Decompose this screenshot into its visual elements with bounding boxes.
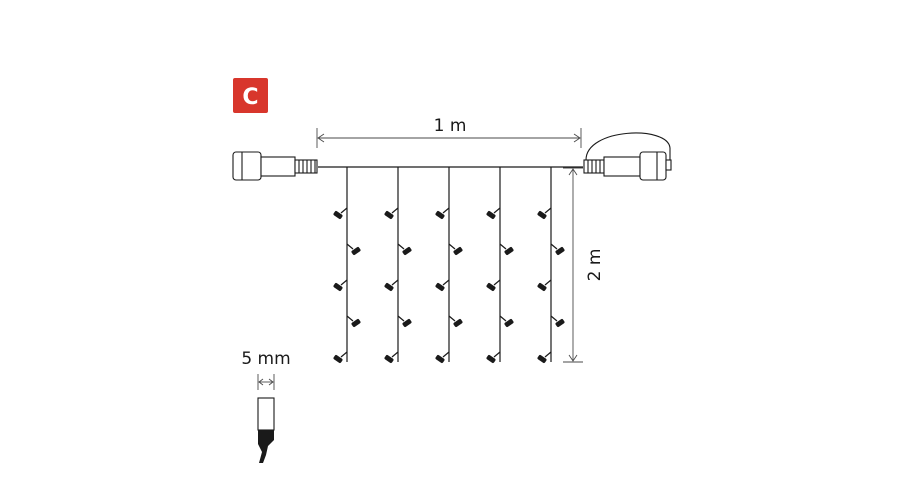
led-bulb-detail bbox=[257, 397, 275, 431]
led-3-5 bbox=[435, 351, 450, 364]
led-2-5 bbox=[384, 351, 399, 364]
height-dimension: 2 m bbox=[563, 167, 605, 363]
led-1-4 bbox=[346, 315, 361, 328]
width-dimension: 1 m bbox=[316, 116, 582, 148]
led-5-4 bbox=[550, 315, 565, 328]
curtain-strands bbox=[333, 167, 565, 364]
led-3-1 bbox=[435, 207, 450, 220]
led-1-3 bbox=[333, 279, 348, 292]
led-1-5 bbox=[333, 351, 348, 364]
led-base-detail bbox=[258, 430, 274, 463]
led-5-5 bbox=[537, 351, 552, 364]
led-size-label: 5 mm bbox=[241, 349, 290, 369]
variant-badge: C bbox=[233, 78, 268, 113]
variant-badge-letter: C bbox=[242, 85, 258, 110]
led-2-3 bbox=[384, 279, 399, 292]
strand-4 bbox=[486, 167, 514, 364]
height-dimension-label: 2 m bbox=[585, 249, 605, 282]
led-5-2 bbox=[550, 243, 565, 256]
led-3-3 bbox=[435, 279, 450, 292]
strand-3 bbox=[435, 167, 463, 364]
led-5-1 bbox=[537, 207, 552, 220]
led-1-1 bbox=[333, 207, 348, 220]
led-1-2 bbox=[346, 243, 361, 256]
led-size-detail: 5 mm bbox=[241, 349, 291, 463]
right-connector bbox=[583, 132, 672, 181]
left-connector bbox=[232, 151, 318, 181]
strand-5 bbox=[537, 167, 565, 364]
led-4-3 bbox=[486, 279, 501, 292]
led-2-4 bbox=[397, 315, 412, 328]
width-dimension-label: 1 m bbox=[434, 116, 467, 136]
strand-1 bbox=[333, 167, 361, 364]
led-4-2 bbox=[499, 243, 514, 256]
led-4-5 bbox=[486, 351, 501, 364]
led-3-4 bbox=[448, 315, 463, 328]
led-3-2 bbox=[448, 243, 463, 256]
led-4-4 bbox=[499, 315, 514, 328]
led-2-2 bbox=[397, 243, 412, 256]
led-5-3 bbox=[537, 279, 552, 292]
led-4-1 bbox=[486, 207, 501, 220]
strand-2 bbox=[384, 167, 412, 364]
led-2-1 bbox=[384, 207, 399, 220]
